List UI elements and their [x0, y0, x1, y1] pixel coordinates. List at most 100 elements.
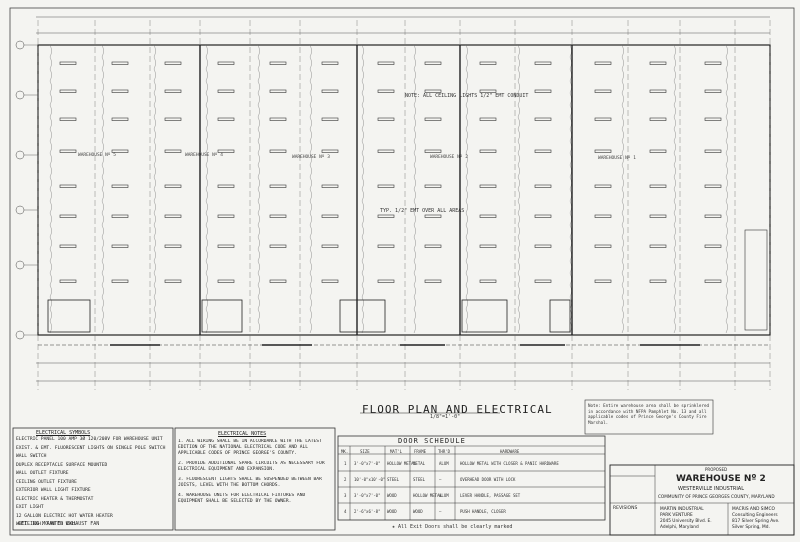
fluorescent-fixture-icon [217, 214, 235, 218]
symbol-item: WALL OUTLET FIXTURE [16, 471, 69, 476]
fluorescent-fixture-icon [479, 214, 497, 218]
electrical-note: 1. ALL WIRING SHALL BE IN ACCORDANCE WIT… [178, 439, 322, 456]
fluorescent-fixture-icon [649, 117, 667, 121]
fluorescent-fixture-icon [164, 214, 182, 218]
fluorescent-fixture-icon [217, 117, 235, 121]
note-upper: NOTE: ALL CEILING LIGHTS 1/2" EMT CONDUI… [405, 93, 529, 99]
fluorescent-fixture-icon [594, 117, 612, 121]
owner-line: 2045 University Blvd. E. [660, 519, 712, 524]
fluorescent-fixture-icon [321, 184, 339, 188]
door-threshold: — [439, 509, 442, 514]
fluorescent-fixture-icon [59, 279, 77, 283]
fluorescent-fixture-icon [704, 149, 722, 153]
symbol-item: EXIT LIGHT [16, 505, 44, 510]
warehouse-label-4: WAREHOUSE Nº 4 [185, 153, 223, 158]
fluorescent-fixture-icon [164, 244, 182, 248]
symbol-item: CEILING OUTLET FIXTURE [16, 479, 77, 485]
door-size: 2'-6"x6'-8" [354, 509, 381, 514]
door-row: 3 3'-0"x7'-0" WOOD HOLLOW METAL ALUM LEV… [340, 489, 605, 503]
drawing-scale: 1/8"=1'-0" [430, 414, 461, 420]
fluorescent-fixture-icon [269, 184, 287, 188]
fluorescent-fixture-icon [59, 184, 77, 188]
door-frame: METAL [413, 461, 426, 466]
fluorescent-fixture-icon [479, 184, 497, 188]
fluorescent-fixture-icon [649, 61, 667, 65]
symbol-item: DUPLEX RECEPTACLE SURFACE MOUNTED [16, 462, 108, 468]
door-col-hardware: HARDWARE [500, 449, 520, 454]
symbol-item: ELECTRIC PANEL 100 AMP 3Ø 120/208V FOR W… [16, 437, 163, 442]
symbol-item: WHITE EXH. FAN IN WALL [16, 522, 77, 527]
fluorescent-fixture-icon [321, 149, 339, 153]
title-park: WESTERVILLE INDUSTRIAL [678, 486, 745, 492]
fluorescent-fixture-icon [269, 89, 287, 93]
fluorescent-fixture-icon [111, 184, 129, 188]
fluorescent-fixture-icon [377, 61, 395, 65]
fluorescent-fixture-icon [377, 244, 395, 248]
fluorescent-fixture-icon [377, 117, 395, 121]
fluorescent-fixture-icon [479, 149, 497, 153]
owner-block: MARTIN INDUSTRIAL PARK VENTURE 2045 Univ… [660, 507, 712, 531]
door-mk: 1 [344, 461, 347, 466]
fluorescent-fixture-icon [59, 61, 77, 65]
symbol-item: ELECTRIC HEATER & THERMOSTAT [16, 496, 94, 502]
fluorescent-fixture-icon [424, 244, 442, 248]
owner-line: MARTIN INDUSTRIAL [660, 507, 704, 512]
fluorescent-fixture-icon [217, 279, 235, 283]
fluorescent-fixture-icon [269, 214, 287, 218]
door-hardware: OVERHEAD DOOR WITH LOCK [460, 477, 516, 482]
note-mid: TYP. 1/2" EMT OVER ALL AREAS [380, 208, 465, 214]
title-project: WAREHOUSE Nº 2 [676, 474, 766, 484]
fluorescent-fixture-icon [479, 89, 497, 93]
fluorescent-fixture-icon [649, 89, 667, 93]
fluorescent-fixture-icon [649, 214, 667, 218]
fluorescent-fixture-icon [479, 61, 497, 65]
fluorescent-fixture-icon [164, 89, 182, 93]
fluorescent-fixture-icon [217, 244, 235, 248]
warehouse-label-1: WAREHOUSE Nº 1 [598, 156, 636, 161]
fluorescent-fixture-icon [424, 89, 442, 93]
door-size: 10'-0"x10'-0" [354, 477, 386, 482]
owner-line: Adelphi, Maryland [660, 525, 699, 530]
door-size: 3'-0"x7'-0" [354, 461, 381, 466]
fluorescent-fixture-icon [321, 279, 339, 283]
fluorescent-fixture-icon [321, 89, 339, 93]
door-row: 2 10'-0"x10'-0" STEEL STEEL — OVERHEAD D… [340, 473, 605, 487]
door-row: 1 3'-0"x7'-0" HOLLOW METAL METAL ALUM HO… [340, 457, 605, 471]
fluorescent-fixture-icon [164, 184, 182, 188]
fluorescent-fixture-icon [377, 89, 395, 93]
door-threshold: — [439, 477, 442, 482]
joist-line [413, 44, 416, 334]
fluorescent-fixture-icon [594, 184, 612, 188]
symbol-item: EXIST. & EMT. FLUORESCENT LIGHTS ON SING… [16, 445, 166, 451]
fluorescent-fixture-icon [704, 244, 722, 248]
joist-line [725, 44, 728, 334]
fluorescent-fixture-icon [704, 117, 722, 121]
joist-line [621, 44, 624, 334]
joist-line [517, 44, 520, 334]
revisions-label: REVISIONS [613, 506, 638, 511]
door-material: HOLLOW METAL [387, 461, 416, 466]
fluorescent-fixture-icon [321, 214, 339, 218]
electrical-note: 4. WAREHOUSE UNITS FOR ELECTRICAL FIXTUR… [178, 493, 306, 504]
fluorescent-fixture-icon [111, 279, 129, 283]
electrical-notes-list: 1. ALL WIRING SHALL BE IN ACCORDANCE WIT… [178, 439, 332, 505]
fluorescent-fixture-icon [321, 61, 339, 65]
fluorescent-fixture-icon [534, 149, 552, 153]
grid-bubble [15, 330, 25, 340]
electrical-note: 2. PROVIDE ADDITIONAL SPARE CIRCUITS AS … [178, 461, 325, 472]
fluorescent-fixture-icon [594, 61, 612, 65]
fluorescent-fixture-icon [164, 117, 182, 121]
fluorescent-fixture-icon [217, 149, 235, 153]
joist-line [465, 44, 468, 334]
symbol-item: 12 GALLON ELECTRIC HOT WATER HEATER [16, 513, 113, 519]
title-proposed: PROPOSED [705, 467, 728, 472]
owner-line: PARK VENTURE [660, 513, 693, 518]
door-hardware: HOLLOW METAL WITH CLOSER & PANIC HARDWAR… [460, 461, 559, 466]
fluorescent-fixture-icon [59, 149, 77, 153]
fluorescent-fixture-icon [424, 61, 442, 65]
fluorescent-fixture-icon [111, 244, 129, 248]
engineer-line: MACRIS AND SIMCO [732, 507, 775, 512]
door-row: 4 2'-6"x6'-8" WOOD WOOD — PUSH HANDLE, C… [340, 505, 605, 519]
